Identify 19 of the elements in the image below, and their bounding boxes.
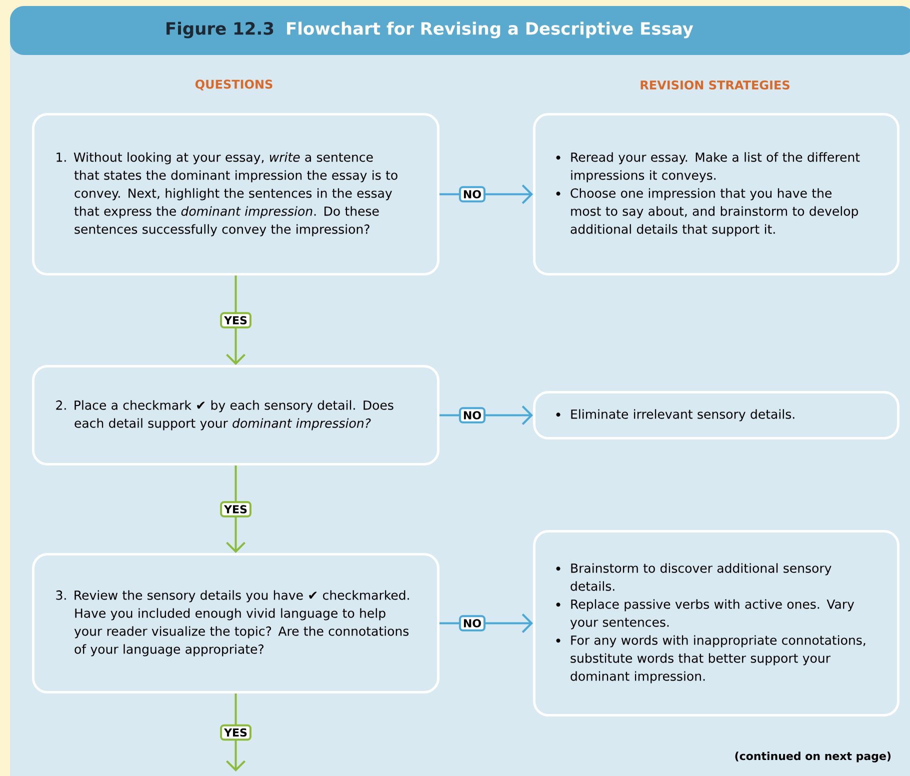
edge-label: YES xyxy=(220,501,252,518)
edge-label: YES xyxy=(220,312,252,328)
question-box: 1. Without looking at your essay, write a sentence that states the dominant impression the essay is to convey. Next, highlight the sentences in the essay that express the dominant impression. Do these sentences successfully convey the impression? xyxy=(32,113,440,276)
edge-label: NO xyxy=(458,186,486,202)
arrow xyxy=(226,466,246,553)
edge-label: YES xyxy=(220,724,252,741)
strategy-box: Reread your essay. Make a list of the different impressions it conveys. Choose one impression that you have the most to say about, and brainstorm to develop additional details that support it. xyxy=(533,113,900,276)
question-box: 2. Place a checkmark ✔ by each sensory detail. Does each detail support your dominant impression? xyxy=(32,365,440,466)
column-heading: REVISION STRATEGIES xyxy=(640,80,790,90)
strategy-box: Eliminate irrelevant sensory details. xyxy=(533,391,900,440)
edge-label: NO xyxy=(458,615,486,632)
continuation-note: (continued on next page) xyxy=(735,752,891,762)
title: Flowchart for Revising a Descriptive Essay xyxy=(287,22,694,38)
strategy-box: Brainstorm to discover additional sensory details. Replace passive verbs with active ones. Vary your sentences. For any words with inappropriate connotations, substitute words that better support your dominant impression. xyxy=(533,530,900,716)
edge-label: NO xyxy=(458,407,486,424)
arrow xyxy=(226,276,246,365)
question-box: 3. Review the sensory details you have ✔ checkmarked. Have you included enough vivid language to help your reader visualize the topic? Are the connotations of your language appropriate? xyxy=(32,553,440,694)
column-heading: QUESTIONS xyxy=(195,80,272,90)
figure-number: Figure 12.3 xyxy=(166,22,274,38)
